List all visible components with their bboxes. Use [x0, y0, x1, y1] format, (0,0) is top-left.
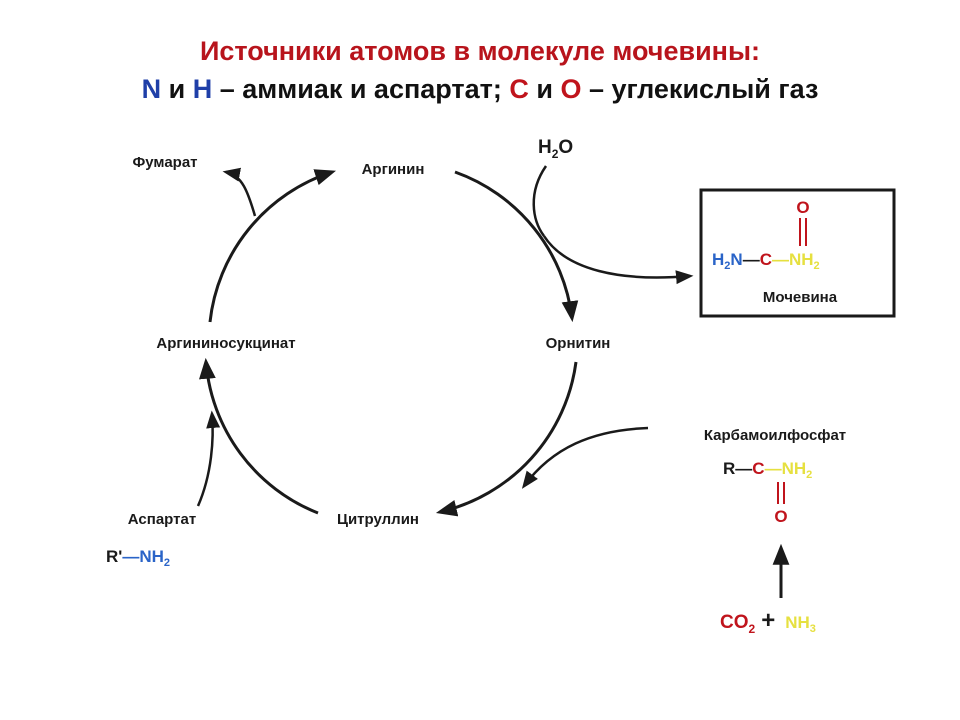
urea-o: O	[796, 198, 809, 217]
carbamoyl-nh2: NH	[782, 459, 807, 478]
carbamoyl-o: O	[774, 507, 787, 526]
carbamoyl-r: R	[723, 459, 735, 478]
aspartate-dash: —	[122, 547, 139, 566]
title-line-1: Источники атомов в молекуле мочевины:	[199, 36, 761, 66]
title-and-1: и	[161, 74, 193, 104]
label-argininosuccinate: Аргининосукцинат	[156, 335, 295, 352]
title-o: O	[560, 74, 582, 104]
co2-co: CO	[720, 612, 749, 633]
arrow-aspartate-in	[196, 410, 221, 507]
arc-arginine-to-ornithine	[454, 170, 579, 323]
urea-box	[699, 188, 896, 318]
aspartate-nh: NH	[139, 547, 164, 566]
nh3: NH	[785, 613, 810, 632]
aspartate-nh-sub: 2	[164, 557, 170, 569]
urea-h-sub: 2	[724, 260, 730, 272]
aspartate-name: Аспартат	[128, 511, 196, 528]
label-citrulline: Цитруллин	[337, 511, 419, 528]
water-sub: 2	[552, 147, 559, 161]
aspartate-formula: R'—NH2	[106, 547, 170, 569]
title-c: C	[509, 74, 529, 104]
water-o: O	[558, 137, 573, 158]
co2-sub: 2	[749, 622, 756, 636]
label-ornithine: Орнитин	[546, 335, 611, 352]
nh3-sub: 3	[810, 623, 816, 635]
carbamoyl-nh2-sub: 2	[806, 469, 812, 481]
urea-n: N	[730, 250, 742, 269]
arrow-to-urea	[542, 235, 694, 285]
urea-h: H	[712, 250, 724, 269]
label-water: H2O	[538, 137, 573, 161]
co2-plus: +	[761, 607, 775, 634]
urea-nh2-sub: 2	[814, 260, 820, 272]
water-h: H	[538, 137, 552, 158]
arc-ornithine-to-citrulline	[435, 361, 578, 517]
label-arginine: Аргинин	[362, 161, 425, 178]
title-line-2: N и H – аммиак и аспартат; C и O – углек…	[0, 74, 960, 105]
urea-nh2-dash: —	[772, 250, 789, 269]
carbamoyl-nh2-dash: —	[765, 459, 782, 478]
urea-formula: H2N—C—NH2	[712, 250, 820, 272]
urea-dash: —	[743, 250, 760, 269]
label-fumarate: Фумарат	[132, 154, 197, 171]
carbamoyl-dash: —	[735, 459, 752, 478]
co2-formula: CO2 + NH3	[720, 607, 816, 636]
arc-citrulline-to-argininosuccinate	[199, 357, 319, 515]
title-n: N	[141, 74, 162, 104]
urea-nh2: NH	[789, 250, 814, 269]
arrow-carbamoyl-in	[521, 426, 649, 489]
title-mid: – аммиак и аспартат;	[212, 74, 510, 104]
title-h: H	[192, 74, 213, 104]
aspartate-r: R'	[106, 547, 122, 566]
carbamoyl-name: Карбамоилфосфат	[704, 427, 846, 444]
arc-argininosuccinate-to-arginine	[208, 169, 336, 323]
carbamoyl-formula: R—C—NH2	[723, 459, 812, 481]
arrow-to-fumarate	[222, 167, 257, 217]
arrow-water-in	[532, 165, 548, 237]
carbamoyl-c: C	[752, 459, 764, 478]
title-and-2: и	[528, 74, 561, 104]
urea-c: C	[760, 250, 772, 269]
title-end: – углекислый газ	[581, 74, 819, 104]
urea-name: Мочевина	[763, 289, 838, 306]
